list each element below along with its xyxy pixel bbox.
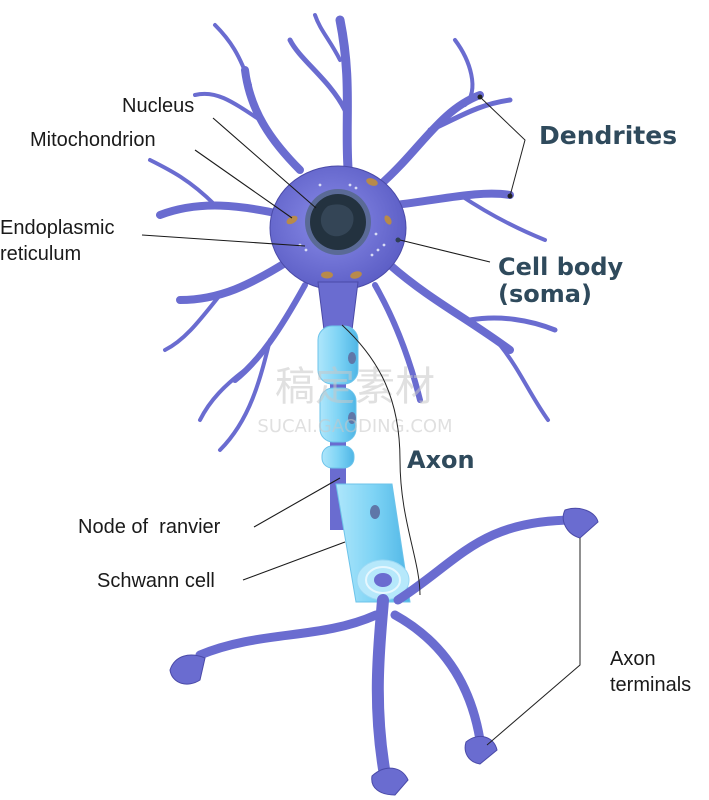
dendrites-branches xyxy=(148,13,558,452)
label-nucleus: Nucleus xyxy=(122,95,194,117)
leader-lines xyxy=(141,117,491,581)
label-node-of-ranvier: Node of ranvier xyxy=(78,516,221,538)
label-schwann-cell: Schwann cell xyxy=(97,570,215,592)
svg-text:SUCAI.GAODING.COM: SUCAI.GAODING.COM xyxy=(257,416,452,437)
axon-terminals xyxy=(169,507,599,796)
label-cell-body: Cell body xyxy=(498,253,624,281)
mitochondria xyxy=(286,178,392,279)
myelin-sheath xyxy=(319,387,357,443)
svg-text:稿定素材: 稿定素材 xyxy=(275,364,435,410)
dendrites-bracket xyxy=(477,94,526,199)
label-soma: (soma) xyxy=(498,280,592,308)
myelin-sheath xyxy=(321,445,355,469)
label-axon: Axon xyxy=(407,446,475,474)
label-axon-terminals-1: Axon xyxy=(610,648,656,670)
endoplasmic-reticulum xyxy=(298,183,386,257)
label-mitochondrion: Mitochondrion xyxy=(30,129,156,151)
soma xyxy=(269,165,407,331)
axon-terminals-bracket xyxy=(486,538,581,746)
label-axon-terminals-2: terminals xyxy=(610,674,691,696)
axon xyxy=(317,325,411,603)
label-endoplasmic: Endoplasmic xyxy=(0,217,115,239)
label-dendrites: Dendrites xyxy=(539,121,677,150)
myelin-sheath xyxy=(317,325,359,385)
watermark: 稿定素材 SUCAI.GAODING.COM xyxy=(257,364,452,437)
axon-bracket xyxy=(341,324,421,596)
label-reticulum: reticulum xyxy=(0,243,81,265)
